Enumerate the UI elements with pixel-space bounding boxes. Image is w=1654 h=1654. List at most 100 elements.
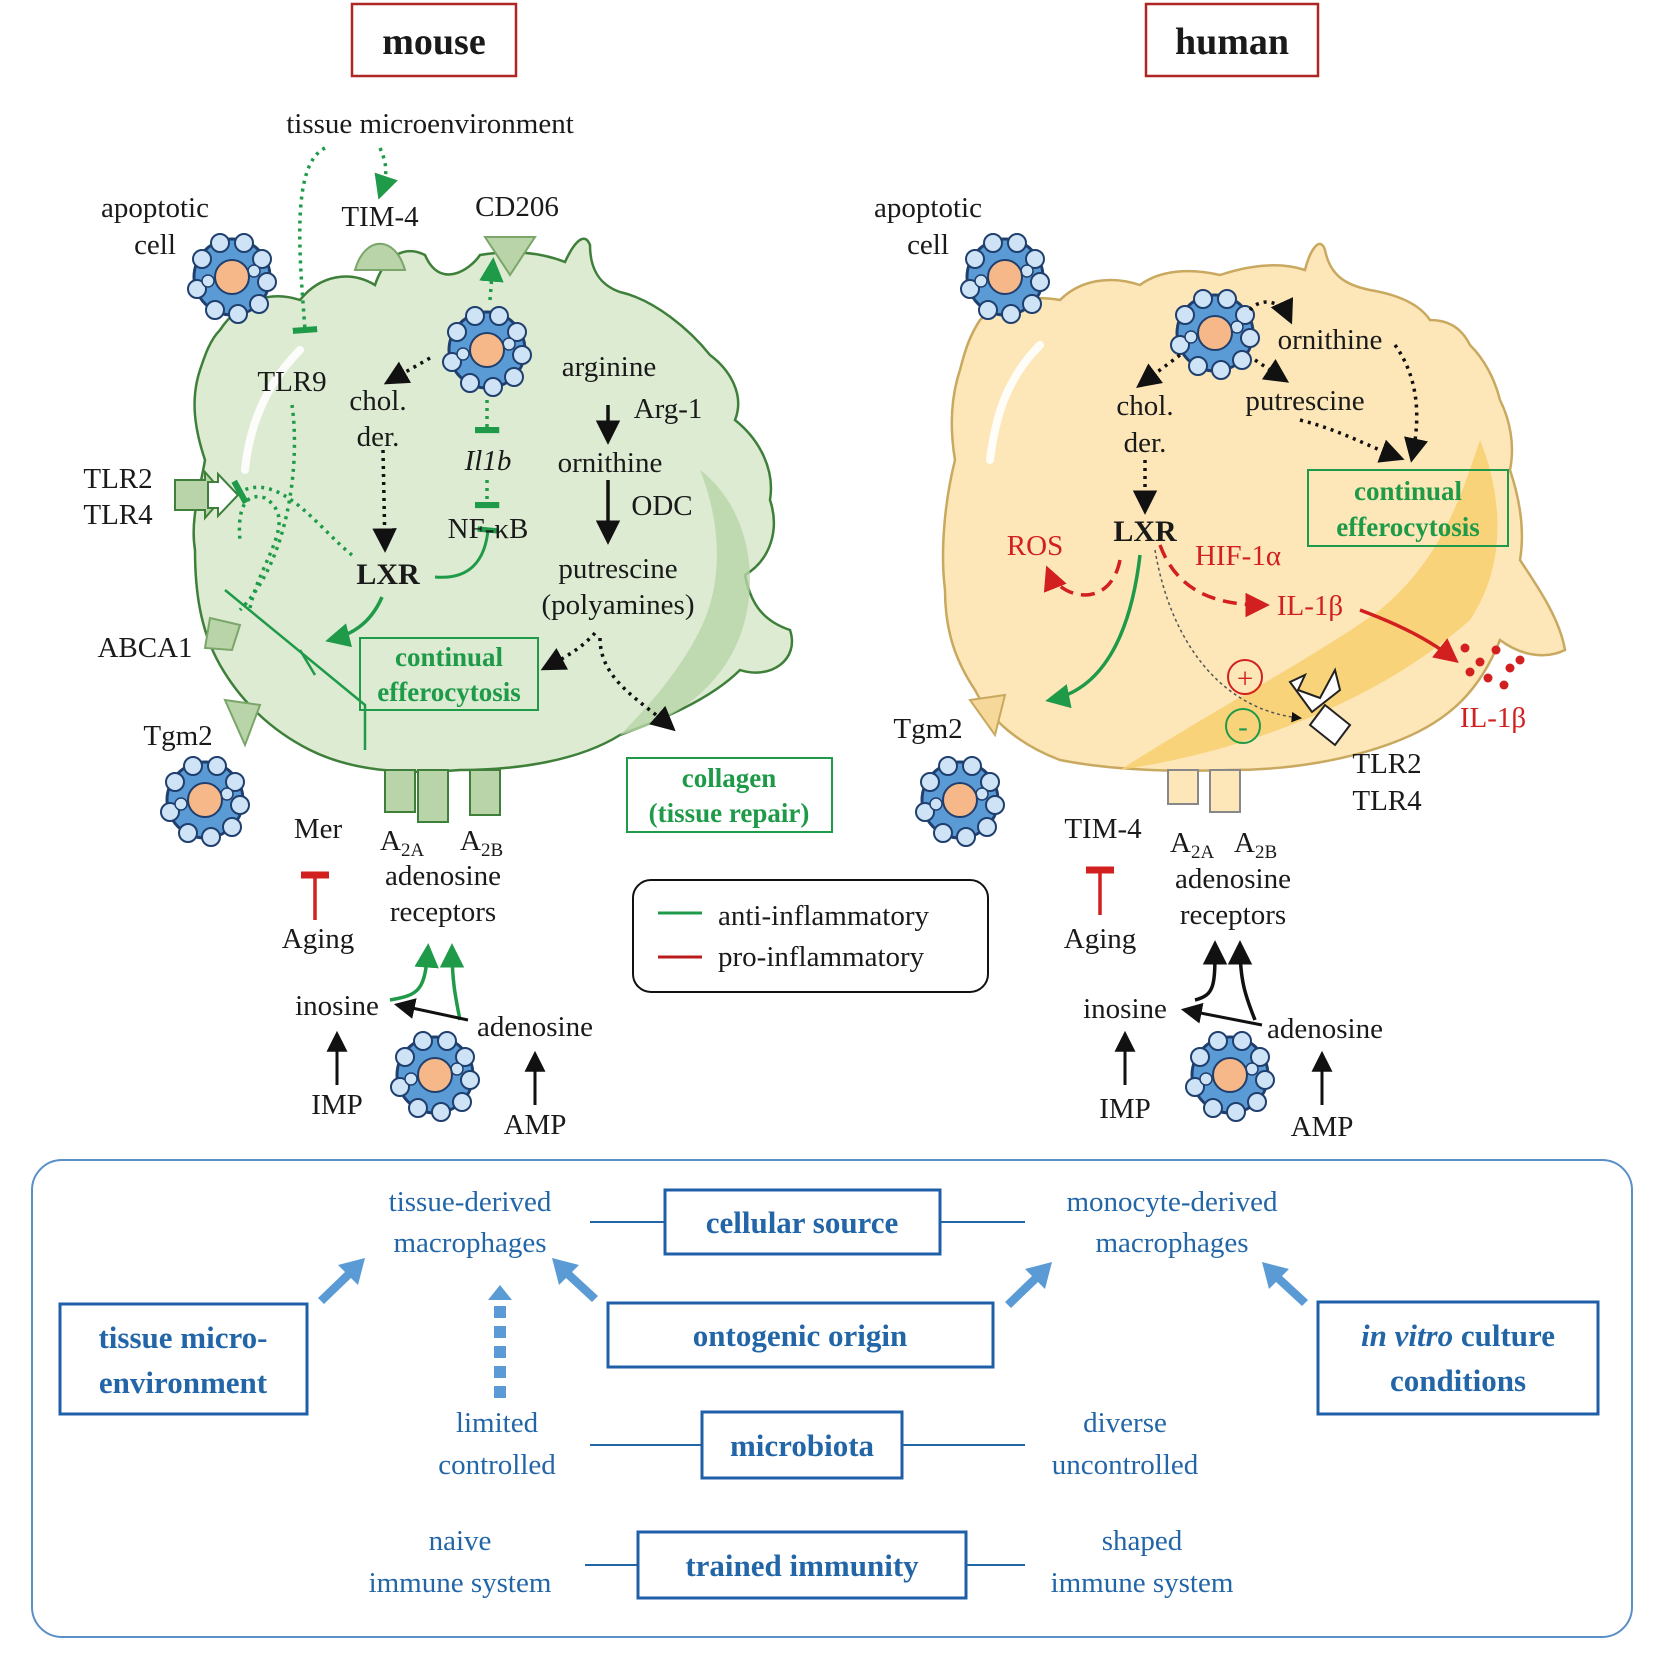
environment-label: environment bbox=[99, 1365, 268, 1400]
shaped-immune-system-label: immune system bbox=[1051, 1567, 1234, 1599]
naive-immune-system-label: immune system bbox=[369, 1567, 552, 1599]
human-il1b-label: IL-1β bbox=[1277, 590, 1343, 622]
mouse-apoptotic-cell-bottom bbox=[159, 755, 251, 848]
mouse-tim4-label: TIM-4 bbox=[341, 201, 419, 233]
minus-circle bbox=[1225, 708, 1261, 744]
mouse-adenosine-receptors-label: adenosine bbox=[385, 860, 501, 892]
mouse-continual-label: continual bbox=[395, 642, 504, 672]
minus-label: - bbox=[1238, 711, 1248, 743]
human-apoptotic-label: apoptotic bbox=[874, 192, 982, 224]
human-efferocytosis-box bbox=[1307, 469, 1509, 547]
mouse-apoptotic-cell-extracellular bbox=[389, 1030, 481, 1123]
mouse-title: mouse bbox=[382, 21, 485, 63]
mouse-title-box bbox=[350, 2, 518, 78]
ontogenic-origin-label: ontogenic origin bbox=[693, 1318, 907, 1353]
mouse-apoptotic-cell-left bbox=[186, 232, 278, 325]
human-tlr2-label: TLR2 bbox=[1352, 748, 1421, 780]
mouse-imp-label: IMP bbox=[311, 1089, 363, 1121]
trained-immunity-label: trained immunity bbox=[685, 1548, 919, 1583]
tissue-microenvironment-label: tissue microenvironment bbox=[286, 108, 574, 140]
bottom-panel-frame bbox=[31, 1159, 1633, 1638]
mouse-aging-label: Aging bbox=[282, 923, 355, 955]
abca1-label: ABCA1 bbox=[97, 632, 192, 664]
human-imp-label: IMP bbox=[1099, 1093, 1151, 1125]
tissue-repair-label: (tissue repair) bbox=[649, 798, 810, 828]
bottom-panel: tissue-derived macrophages cellular sour… bbox=[31, 1159, 1633, 1638]
cellular-source-label: cellular source bbox=[706, 1205, 899, 1240]
mouse-inosine-label: inosine bbox=[295, 990, 379, 1022]
human-lxr-label: LXR bbox=[1113, 515, 1177, 548]
human-apoptotic-cell-bottom bbox=[914, 755, 1006, 848]
human-a2b-label: A2B bbox=[1234, 827, 1277, 863]
diverse-label: diverse bbox=[1083, 1407, 1167, 1439]
human-title-box bbox=[1144, 2, 1320, 78]
tlr9-label: TLR9 bbox=[257, 366, 326, 398]
mouse-chol-label: chol. bbox=[349, 385, 406, 417]
mouse-tlr4-label: TLR4 bbox=[83, 499, 153, 531]
legend-pro-label: pro-inflammatory bbox=[718, 941, 925, 973]
human-putrescine-label: putrescine bbox=[1245, 385, 1364, 417]
human-title: human bbox=[1175, 21, 1289, 63]
mouse-apoptotic-label: apoptotic bbox=[101, 192, 209, 224]
tissue-micro-box bbox=[58, 1302, 309, 1416]
human-tlr4-label: TLR4 bbox=[1352, 785, 1422, 817]
cd206-label: CD206 bbox=[475, 191, 559, 223]
limited-label: limited bbox=[456, 1407, 539, 1439]
polyamines-label: (polyamines) bbox=[541, 589, 694, 621]
mouse-efferocytosis-label: efferocytosis bbox=[377, 677, 520, 707]
legend: anti-inflammatory pro-inflammatory bbox=[632, 879, 989, 993]
mouse-receptors-label: receptors bbox=[390, 896, 496, 928]
human-tim4-label: TIM-4 bbox=[1064, 813, 1142, 845]
ros-label: ROS bbox=[1007, 530, 1063, 562]
bottom-arrows bbox=[318, 1258, 1308, 1398]
human-efferocytosis-label: efferocytosis bbox=[1336, 512, 1479, 542]
naive-label: naive bbox=[429, 1525, 492, 1557]
monocyte-derived-label: monocyte-derived bbox=[1067, 1186, 1278, 1218]
legend-anti-label: anti-inflammatory bbox=[718, 900, 929, 932]
mouse-efferocytosis-box bbox=[359, 637, 539, 711]
human-aging-label: Aging bbox=[1064, 923, 1137, 955]
human-adenosine-receptors-label: adenosine bbox=[1175, 863, 1291, 895]
collagen-box bbox=[626, 757, 833, 833]
conditions-label: conditions bbox=[1390, 1363, 1526, 1398]
mouse-tgm2-label: Tgm2 bbox=[143, 720, 212, 752]
human-chol-label: chol. bbox=[1116, 390, 1173, 422]
ontogenic-origin-box bbox=[606, 1301, 995, 1369]
mouse-adenosine-label: adenosine bbox=[477, 1011, 593, 1043]
uncontrolled-label: uncontrolled bbox=[1052, 1449, 1199, 1481]
human-ornithine-label: ornithine bbox=[1278, 324, 1383, 356]
arginine-label: arginine bbox=[562, 351, 657, 383]
controlled-label: controlled bbox=[438, 1449, 556, 1481]
shaped-label: shaped bbox=[1102, 1525, 1183, 1557]
human-arrows bbox=[1043, 297, 1459, 1105]
human-continual-label: continual bbox=[1354, 476, 1463, 506]
il1b-secreted-label: IL-1β bbox=[1460, 702, 1526, 734]
mouse-lxr-label: LXR bbox=[356, 558, 420, 591]
mouse-amp-label: AMP bbox=[504, 1109, 567, 1141]
mouse-labels: tissue microenvironment TIM-4 CD206 apop… bbox=[83, 108, 833, 1141]
human-cell-label: cell bbox=[907, 229, 949, 261]
in-vitro-label: in vitro culture bbox=[1361, 1318, 1555, 1353]
human-a2a-label: A2A bbox=[1170, 827, 1214, 863]
microbiota-box bbox=[700, 1410, 904, 1480]
mouse-tlr2-label: TLR2 bbox=[83, 463, 152, 495]
mer-label: Mer bbox=[294, 813, 343, 845]
tissue-derived-macrophages-label: macrophages bbox=[394, 1227, 547, 1259]
human-der-label: der. bbox=[1124, 427, 1167, 459]
human-adenosine-label: adenosine bbox=[1267, 1013, 1383, 1045]
odc-label: ODC bbox=[631, 490, 692, 522]
human-amp-label: AMP bbox=[1291, 1111, 1354, 1143]
il1b-secreted-dots bbox=[1460, 643, 1525, 690]
human-tgm2-label: Tgm2 bbox=[893, 713, 962, 745]
human-labels: apoptotic cell ornithine chol. der. putr… bbox=[874, 192, 1526, 1143]
nfkb-label: NF-κB bbox=[448, 513, 529, 545]
human-apoptotic-cell-extracellular bbox=[1184, 1030, 1276, 1123]
human-receptors-label: receptors bbox=[1180, 899, 1286, 931]
monocyte-derived-macrophages-label: macrophages bbox=[1096, 1227, 1249, 1259]
mouse-a2a-label: A2A bbox=[380, 825, 424, 861]
human-inosine-label: inosine bbox=[1083, 993, 1167, 1025]
in-vitro-box bbox=[1316, 1300, 1600, 1416]
mouse-putrescine-label: putrescine bbox=[558, 553, 677, 585]
hif1a-label: HIF-1α bbox=[1195, 540, 1281, 572]
mouse-der-label: der. bbox=[357, 421, 400, 453]
